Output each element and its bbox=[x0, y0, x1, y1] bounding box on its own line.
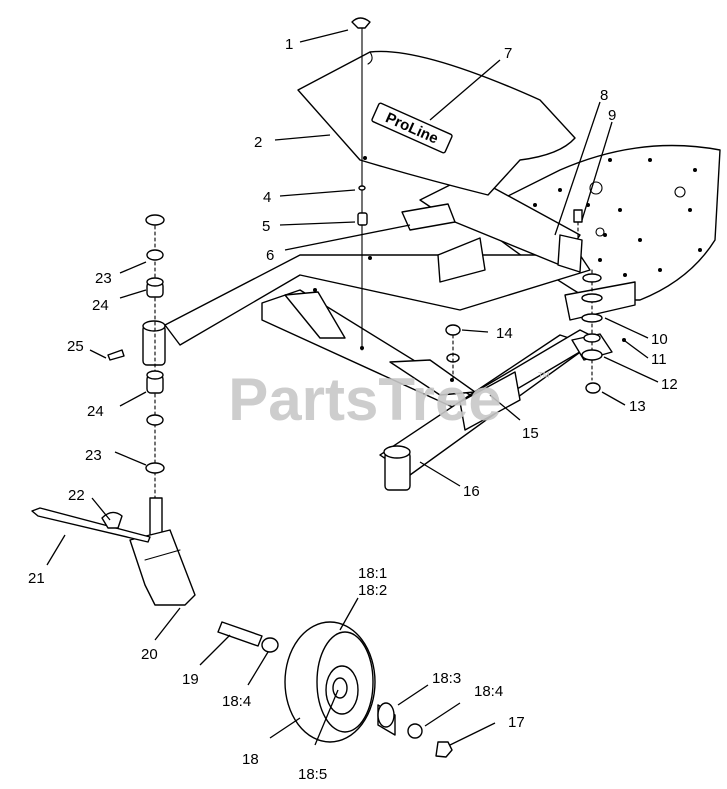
callout-6: 6 bbox=[266, 247, 274, 264]
callout-8: 8 bbox=[600, 87, 608, 104]
watermark-trademark: TM bbox=[538, 371, 550, 380]
leader-lines bbox=[46, 29, 659, 746]
callout-5: 5 bbox=[262, 218, 270, 235]
callout-4: 4 bbox=[263, 189, 271, 206]
callout-7: 7 bbox=[504, 45, 512, 62]
callout-18-5: 18:5 bbox=[298, 766, 327, 783]
callout-24-top: 24 bbox=[92, 297, 109, 314]
callout-10: 10 bbox=[651, 331, 668, 348]
callout-18-1: 18:1 bbox=[358, 565, 387, 582]
callout-23-bottom: 23 bbox=[85, 447, 102, 464]
caster-fork bbox=[129, 497, 196, 606]
callout-25: 25 bbox=[67, 338, 84, 355]
callout-13: 13 bbox=[629, 398, 646, 415]
callout-20: 20 bbox=[141, 646, 158, 663]
callout-1: 1 bbox=[285, 36, 293, 53]
axle-tube bbox=[217, 621, 279, 653]
callout-16: 16 bbox=[463, 483, 480, 500]
callout-9: 9 bbox=[608, 107, 616, 124]
middle-washers bbox=[445, 324, 461, 381]
caster-pivot-stack bbox=[107, 214, 165, 501]
wheel bbox=[284, 621, 376, 743]
callout-23-top: 23 bbox=[95, 270, 112, 287]
callout-12: 12 bbox=[661, 376, 678, 393]
callout-22: 22 bbox=[68, 487, 85, 504]
callout-18-4-right: 18:4 bbox=[474, 683, 503, 700]
watermark: PartsTree TM bbox=[228, 366, 550, 433]
hub-parts bbox=[377, 702, 453, 758]
callout-2: 2 bbox=[254, 134, 262, 151]
right-hardware-stack bbox=[573, 209, 626, 394]
spacer-plate bbox=[401, 203, 456, 231]
knob-rod bbox=[351, 17, 371, 351]
callout-15: 15 bbox=[522, 425, 539, 442]
callout-17: 17 bbox=[508, 714, 525, 731]
callout-21: 21 bbox=[28, 570, 45, 587]
callout-18-4-left: 18:4 bbox=[222, 693, 251, 710]
callout-18-3: 18:3 bbox=[432, 670, 461, 687]
watermark-text: PartsTree bbox=[228, 366, 502, 433]
callout-labels: 1 2 4 5 6 7 8 9 10 11 12 13 14 15 16 17 … bbox=[28, 36, 678, 783]
callout-19: 19 bbox=[182, 671, 199, 688]
callout-18: 18 bbox=[242, 751, 259, 768]
callout-24-bottom: 24 bbox=[87, 403, 104, 420]
main-frame bbox=[142, 237, 636, 491]
cover-plate bbox=[297, 50, 576, 196]
callout-11: 11 bbox=[651, 351, 667, 368]
callout-18-2: 18:2 bbox=[358, 582, 387, 599]
long-bolt bbox=[31, 507, 151, 543]
callout-14: 14 bbox=[496, 325, 513, 342]
